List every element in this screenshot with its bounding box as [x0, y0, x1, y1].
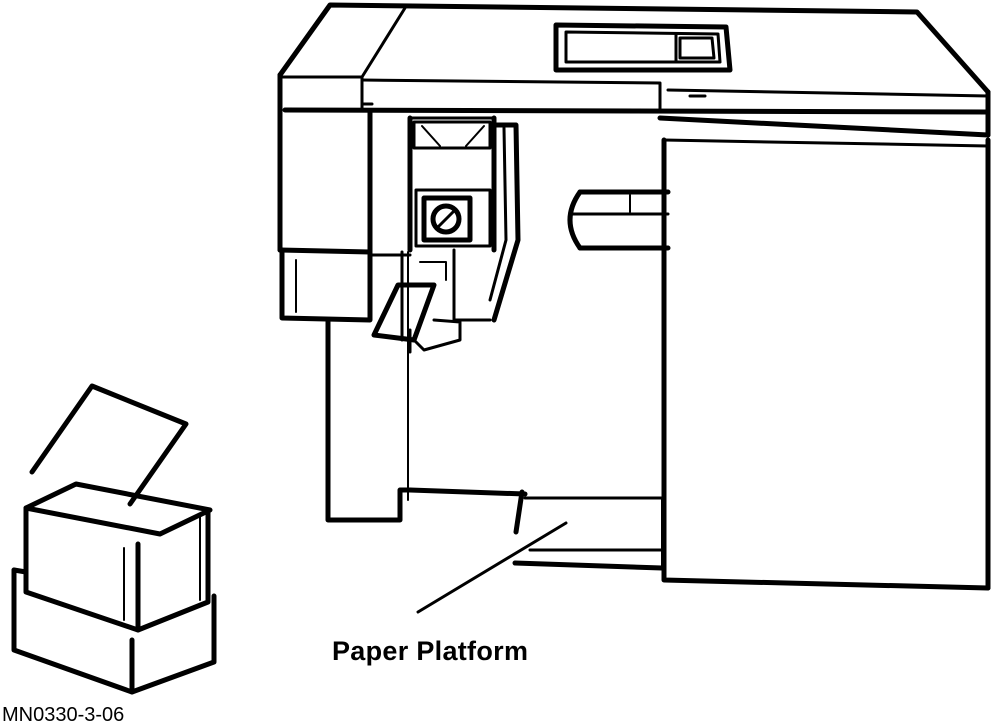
tractor-mechanism — [400, 115, 521, 501]
paper-entry-sheet — [371, 261, 462, 352]
side-handle — [567, 189, 671, 251]
callout-leader-line — [416, 521, 568, 614]
paper-platform — [407, 487, 665, 571]
printer-right-cabinet — [661, 137, 991, 591]
paper-stack — [11, 383, 217, 695]
printer-top-cover — [277, 2, 991, 253]
control-panel-window — [553, 22, 733, 73]
paper-platform-label: Paper Platform — [332, 636, 529, 666]
figure-id-label: MN0330-3-06 — [2, 704, 125, 726]
printer-left-body — [277, 109, 413, 523]
